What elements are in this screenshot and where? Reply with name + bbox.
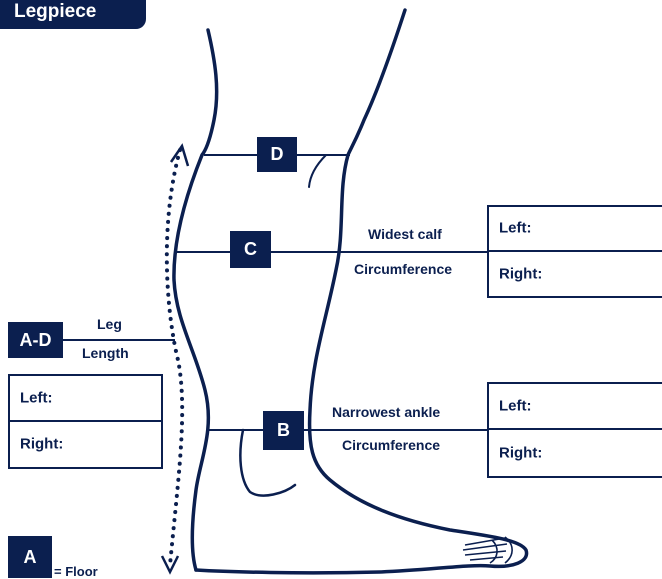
title-tab: Legpiece: [0, 0, 146, 29]
label-widest-calf: Widest calf: [368, 226, 442, 242]
label-length: Length: [82, 345, 129, 361]
length-left-label: Left:: [20, 389, 53, 406]
label-narrowest-ankle: Narrowest ankle: [332, 404, 440, 420]
marker-a: A: [8, 536, 52, 578]
page-title: Legpiece: [14, 1, 96, 23]
length-measurement-box: Left: Right:: [8, 374, 163, 469]
label-circumference-c: Circumference: [354, 261, 452, 277]
length-right-label: Right:: [20, 436, 63, 453]
ankle-left-field[interactable]: Left:: [489, 384, 662, 430]
ankle-left-label: Left:: [499, 398, 532, 415]
label-floor: = Floor: [54, 564, 98, 579]
label-leg: Leg: [97, 316, 122, 332]
calf-right-label: Right:: [499, 265, 542, 282]
label-circumference-b: Circumference: [342, 437, 440, 453]
arrowhead-top: [171, 146, 188, 166]
length-arrow-dotted: [167, 150, 182, 565]
leg-front-outline: [196, 10, 527, 573]
ankle-right-field[interactable]: Right:: [489, 430, 662, 476]
calf-measurement-box: Left: Right:: [487, 205, 662, 298]
ankle-measurement-box: Left: Right:: [487, 382, 662, 478]
ankle-right-label: Right:: [499, 445, 542, 462]
length-left-field[interactable]: Left:: [10, 376, 161, 422]
marker-c: C: [230, 231, 271, 268]
length-right-field[interactable]: Right:: [10, 422, 161, 468]
marker-b: B: [263, 411, 304, 450]
calf-left-label: Left:: [499, 220, 532, 237]
leg-back-outline: [174, 30, 217, 570]
calf-right-field[interactable]: Right:: [489, 252, 662, 297]
marker-d: D: [257, 137, 297, 172]
knee-crease: [309, 155, 326, 187]
calf-left-field[interactable]: Left:: [489, 207, 662, 252]
marker-ad: A-D: [8, 322, 63, 358]
